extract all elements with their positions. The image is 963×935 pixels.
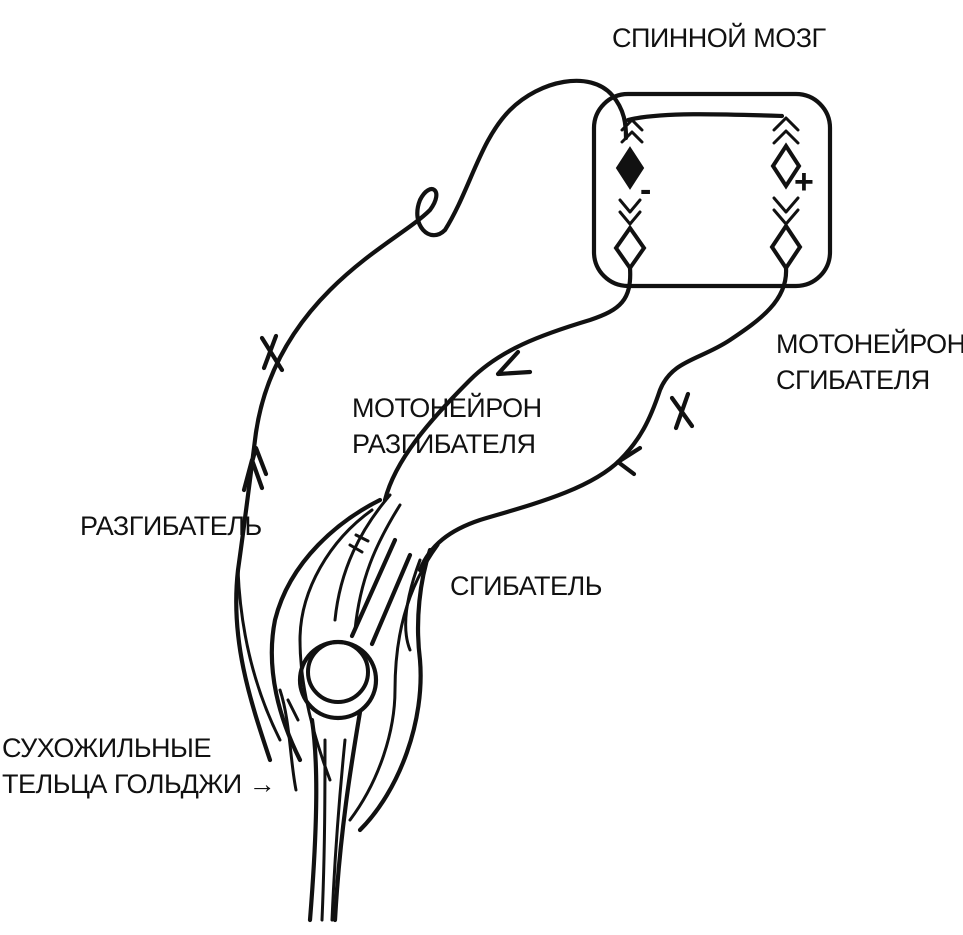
cut-mark-afferent [262, 336, 282, 370]
extensor-motoneuron-label-line2: РАЗГИБАТЕЛЯ [352, 426, 542, 462]
golgi-tendon-organ [280, 690, 298, 790]
extensor-motoneuron-soma [616, 228, 644, 268]
extensor-label: РАЗГИБАТЕЛЬ [80, 508, 262, 544]
joint-head [308, 642, 368, 702]
extensor-motoneuron-label-line1: МОТОНЕЙРОН [352, 390, 542, 426]
golgi-label-line1: СУХОЖИЛЬНЫЕ [2, 730, 275, 766]
flexor-motoneuron-soma [772, 226, 800, 268]
flexor-label: СГИБАТЕЛЬ [450, 568, 602, 604]
interneuron-link [628, 114, 782, 120]
extensor-motoneuron-label: МОТОНЕЙРОН РАЗГИБАТЕЛЯ [352, 390, 542, 463]
extensor-muscle-fiber [335, 495, 390, 620]
afferent-arrow [244, 448, 266, 490]
flexor-motoneuron-label-line1: МОТОНЕЙРОН [776, 326, 963, 362]
minus-sign: - [640, 168, 651, 214]
extensor-muscle-fiber-3 [350, 535, 368, 552]
flexor-motoneuron-label-line2: СГИБАТЕЛЯ [776, 362, 963, 398]
golgi-label: СУХОЖИЛЬНЫЕ ТЕЛЬЦА ГОЛЬДЖИ → [2, 730, 275, 803]
golgi-label-line2: ТЕЛЬЦА ГОЛЬДЖИ → [2, 766, 275, 802]
plus-sign: + [794, 160, 813, 206]
spinal-cord-label: СПИННОЙ МОЗГ [612, 20, 826, 56]
cut-mark-flexor [672, 394, 692, 428]
extensor-efferent [385, 268, 630, 500]
flexor-motoneuron-label: МОТОНЕЙРОН СГИБАТЕЛЯ [776, 326, 963, 399]
